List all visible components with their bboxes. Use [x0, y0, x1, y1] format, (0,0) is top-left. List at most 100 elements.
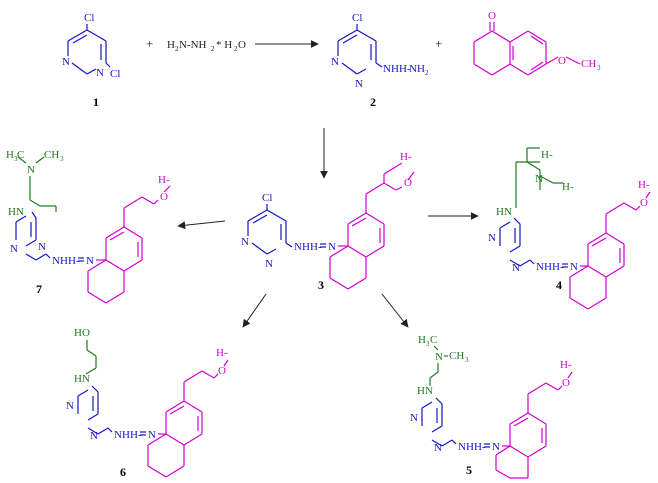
- atom-n: N: [10, 243, 18, 255]
- reagent-text: O: [238, 39, 246, 51]
- reaction-arrow: [242, 293, 267, 328]
- methyl-line: H-: [216, 347, 228, 359]
- atom-n: N: [488, 232, 496, 244]
- hydrazone-linker: NH: [52, 255, 68, 267]
- methyl: H: [418, 334, 426, 346]
- reagent-sub: 2: [234, 45, 238, 53]
- hydrazone-linker: NH: [294, 241, 310, 253]
- atom-sub: 3: [426, 340, 430, 348]
- hydrazone-linker: NH: [458, 441, 474, 453]
- atom-n: N: [241, 236, 249, 248]
- methyl-line: H-: [638, 179, 650, 191]
- atom-o: O: [404, 177, 412, 189]
- amino-linker: HN: [417, 385, 433, 397]
- compound-2: Cl N N NH H- NH 2: [331, 12, 429, 90]
- ethyl: H-: [562, 181, 574, 193]
- methyl: CH: [449, 350, 464, 362]
- hydrazinyl: NH: [383, 63, 399, 75]
- atom-n: N: [27, 164, 35, 176]
- hydrazone-linker: N: [148, 429, 156, 441]
- ethyl: H-: [541, 149, 553, 161]
- compound-1: Cl N N Cl: [62, 12, 120, 80]
- compound-label: 5: [466, 463, 472, 477]
- amino-linker: HN: [496, 206, 512, 218]
- compound-label: 1: [93, 95, 99, 109]
- hydrazone-linker: N: [86, 255, 94, 267]
- compound-label: 7: [36, 282, 42, 296]
- atom-sub: 3: [14, 155, 18, 163]
- reaction-arrow: [381, 293, 409, 328]
- hydrazone-linker: H-: [310, 241, 322, 253]
- atom-n: N: [512, 262, 520, 274]
- atom-n: N: [331, 56, 339, 68]
- amino-linker: HN: [8, 206, 24, 218]
- hydrazone-linker: NH: [114, 429, 130, 441]
- compound-4: H- N H- HN N N NH H- N: [488, 147, 651, 310]
- methyl: H: [6, 149, 14, 161]
- atom-n: N: [90, 430, 98, 442]
- compound-label: 4: [556, 278, 562, 292]
- hydrazone-linker: N: [328, 241, 336, 253]
- compound-6: HO HN N N NH H- N: [66, 327, 229, 478]
- atom-cl: Cl: [84, 12, 94, 24]
- atom-n: N: [265, 258, 273, 270]
- reagent-sub: 2: [175, 45, 179, 53]
- compound-7: H 3 C N CH 3 HN N N NH H- N: [6, 149, 171, 304]
- reagent-sub: 2: [211, 45, 215, 53]
- methyl: CH: [44, 149, 59, 161]
- atom-o: O: [558, 55, 566, 67]
- atom-sub: 3: [60, 155, 64, 163]
- atom-o: O: [562, 377, 570, 389]
- hydrazinyl: H-: [399, 63, 411, 75]
- atom-cl: Cl: [110, 68, 120, 80]
- hydroxyl: HO: [74, 327, 90, 339]
- hydrazine-hydrate: H 2 N-NH 2 * H 2 O: [167, 39, 246, 53]
- reaction-arrow: [177, 220, 226, 230]
- hydrazinyl: NH: [409, 63, 425, 75]
- atom-n: N: [96, 67, 104, 79]
- atom-sub: 2: [425, 69, 429, 77]
- methyl-line: H-: [158, 174, 170, 186]
- reagent-text: N-NH: [179, 39, 207, 51]
- atom-n: N: [434, 442, 442, 454]
- atom-n: N: [535, 173, 543, 185]
- methyl: C: [17, 149, 24, 161]
- hydrazone-linker: N: [570, 261, 578, 273]
- atom-o: O: [640, 197, 648, 209]
- methyl: CH: [581, 58, 596, 70]
- compound-5: H 3 C N CH 3 HN N N NH H-: [410, 334, 573, 479]
- atom-o: O: [218, 365, 226, 377]
- atom-cl: Cl: [352, 12, 362, 24]
- hydrazone-linker: H-: [474, 441, 486, 453]
- methoxy-tetralone: O O CH 3: [473, 10, 601, 76]
- methyl-line: H-: [560, 359, 572, 371]
- atom-sub: 3: [597, 64, 601, 72]
- plus-sign: +: [146, 36, 153, 51]
- compound-label: 6: [120, 465, 126, 479]
- atom-n: N: [38, 241, 46, 253]
- atom-n: N: [66, 400, 74, 412]
- atom-n: N: [62, 56, 70, 68]
- amino-linker: HN: [74, 373, 90, 385]
- hydrazone-linker: H-: [130, 429, 142, 441]
- compound-label: 2: [370, 95, 376, 109]
- compound-3: Cl N N NH H- N O: [241, 151, 415, 290]
- reagent-text: H: [167, 39, 175, 51]
- atom-o: O: [160, 191, 168, 203]
- hydrazone-linker: NH: [536, 261, 552, 273]
- plus-sign: +: [435, 36, 442, 51]
- methyl: C: [430, 334, 437, 346]
- atom-sub: 3: [465, 356, 469, 364]
- reagent-text: * H: [216, 39, 232, 51]
- atom-n: N: [435, 351, 443, 363]
- hydrazone-linker: H-: [68, 255, 80, 267]
- compound-label: 3: [318, 278, 324, 292]
- methyl-line: H-: [400, 151, 412, 163]
- atom-n: N: [355, 78, 363, 90]
- hydrazone-linker: H-: [552, 261, 564, 273]
- atom-n: N: [410, 412, 418, 424]
- atom-o: O: [488, 10, 496, 22]
- atom-cl: Cl: [262, 192, 272, 204]
- hydrazone-linker: N: [492, 441, 500, 453]
